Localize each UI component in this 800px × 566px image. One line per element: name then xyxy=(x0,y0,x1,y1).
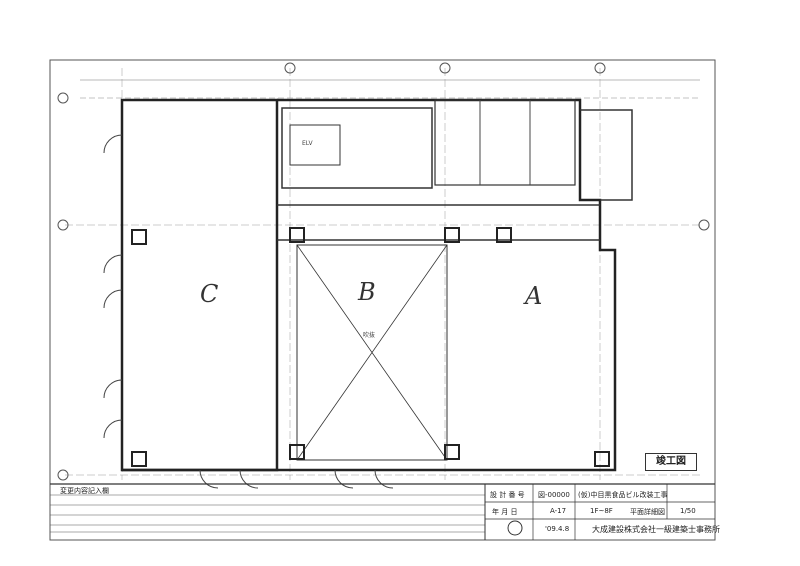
room-c-label: C xyxy=(200,280,219,308)
elevator-label: ELV xyxy=(302,140,313,147)
sheet-border xyxy=(49,59,716,541)
scale: 1/50 xyxy=(680,507,696,515)
sheet-number: A-17 xyxy=(550,507,567,515)
date-label: 年 月 日 xyxy=(492,508,518,516)
design-no-label: 設 計 番 号 xyxy=(490,491,525,499)
as-built-stamp: 竣工図 xyxy=(645,453,697,471)
floors: 1F~8F xyxy=(590,507,613,515)
drawing-title: 平面詳細図 xyxy=(630,508,665,516)
room-b-label: B xyxy=(358,278,376,306)
drawing-number: 図-00000 xyxy=(538,491,570,499)
revision-header: 変更内容記入欄 xyxy=(60,487,109,495)
project-name: (仮)中目黒食品ビル改装工事 xyxy=(578,491,668,499)
date: '09.4.8 xyxy=(545,525,570,533)
void-label: 吹抜 xyxy=(363,332,376,339)
room-a-label: A xyxy=(525,282,543,310)
company-name: 大成建設株式会社一級建築士事務所 xyxy=(592,525,720,534)
